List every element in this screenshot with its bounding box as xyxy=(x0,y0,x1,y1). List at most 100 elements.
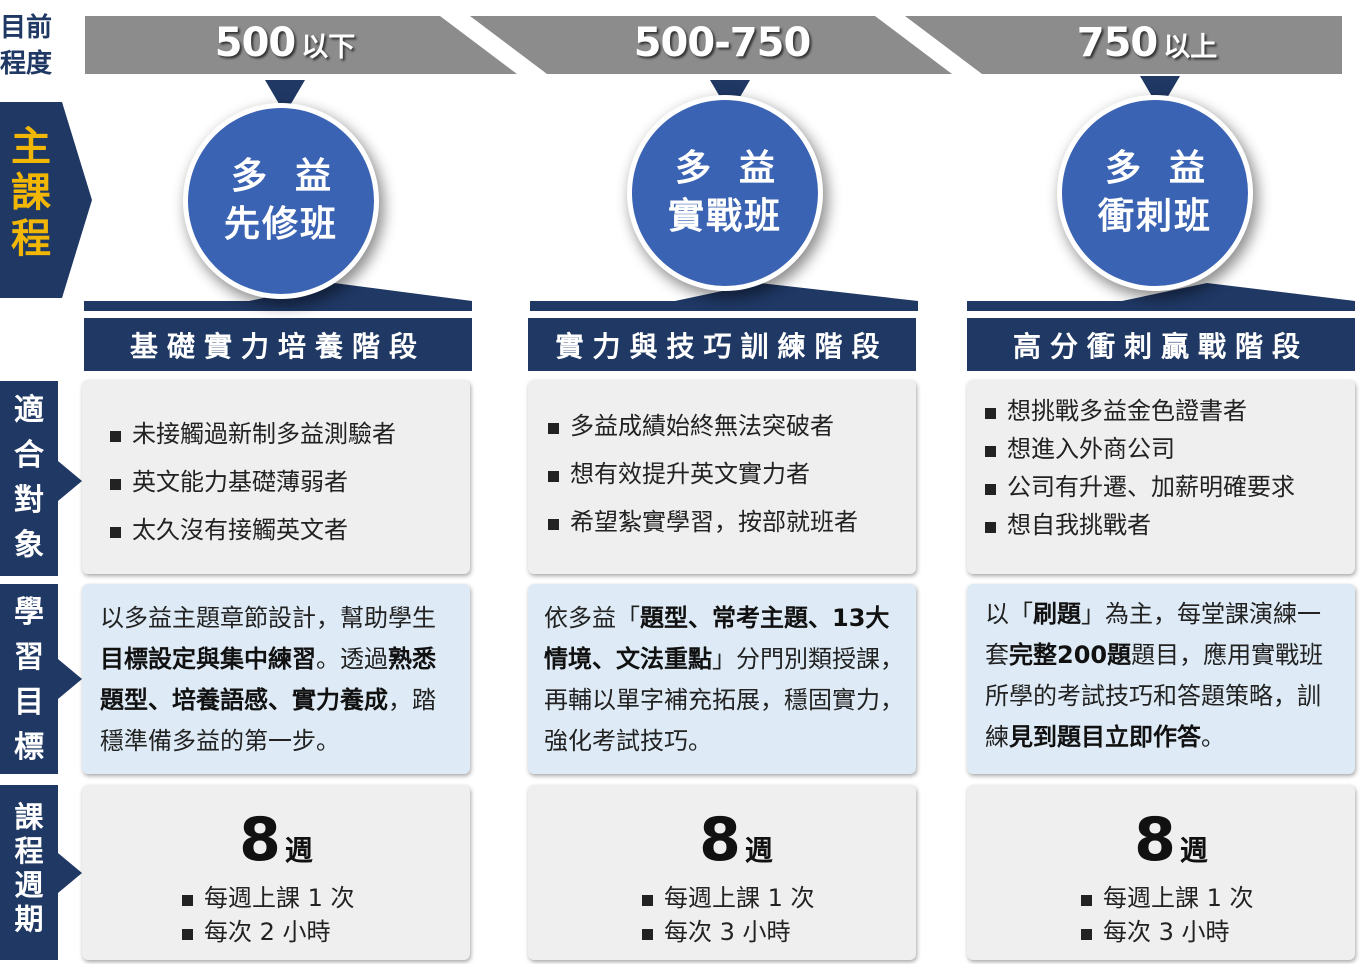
course-name-line2: 衝刺班 xyxy=(1097,196,1212,237)
audience-tab xyxy=(0,381,82,576)
goal-segment: 」分門別類授課，再輔以單字補充拓展，穩固實力，強化考試技巧。 xyxy=(544,645,904,755)
goal-segment: 」為主，每堂課演練一套 xyxy=(985,600,1321,669)
goal-highlight: 完整200題 xyxy=(1009,641,1132,669)
schedule-list: 每週上課 1 次 每次 2 小時 xyxy=(180,881,355,949)
level-number: 500 xyxy=(214,20,296,66)
audience-list: 未接觸過新制多益測驗者 英文能力基礎薄弱者 太久沒有接觸英文者 xyxy=(108,410,396,554)
list-item: 想有效提升英文實力者 xyxy=(546,450,858,498)
course-name-line2: 實戰班 xyxy=(667,196,782,237)
current-level-label: 目前程度 xyxy=(0,10,64,82)
goal-highlight: 目標設定與集中練習 xyxy=(100,645,316,673)
list-item: 太久沒有接觸英文者 xyxy=(108,506,396,554)
goal-segment: 依多益「 xyxy=(544,604,640,632)
list-item: 英文能力基礎薄弱者 xyxy=(108,458,396,506)
weeks-unit: 週 xyxy=(744,834,773,867)
list-item: 想自我挑戰者 xyxy=(983,506,1295,544)
weeks-number: 8 xyxy=(699,805,741,875)
current-level-text: 目前程度 xyxy=(0,13,53,79)
audience-card-1: 未接觸過新制多益測驗者 英文能力基礎薄弱者 太久沒有接觸英文者 xyxy=(82,380,470,574)
list-item: 多益成績始終無法突破者 xyxy=(546,402,858,450)
goal-segment: ，踏穩準備多益的第一步。 xyxy=(100,686,436,755)
level-bar xyxy=(85,16,1342,74)
goal-segment: 。 xyxy=(1201,723,1225,751)
list-item: 每次 2 小時 xyxy=(180,915,355,949)
list-item: 未接觸過新制多益測驗者 xyxy=(108,410,396,458)
level-bar-bg xyxy=(85,16,1342,74)
circle-base-2 xyxy=(530,283,918,311)
goal-card-2: 依多益「題型、常考主題、13大情境、文法重點」分門別類授課，再輔以單字補充拓展，… xyxy=(528,584,916,774)
level-suffix: 以上 xyxy=(1163,32,1218,63)
level-separator-1 xyxy=(440,16,547,74)
goal-segment: 以多益主題章節設計，幫助學生 xyxy=(100,604,436,632)
level-separator-2 xyxy=(875,16,982,74)
goal-card-1: 以多益主題章節設計，幫助學生目標設定與集中練習。透過熟悉題型、培養語感、實力養成… xyxy=(82,584,470,774)
course-circle-1: 多益 先修班 xyxy=(188,108,374,294)
list-item: 公司有升遷、加薪明確要求 xyxy=(983,468,1295,506)
level-arrow-3 xyxy=(1140,76,1180,110)
list-item: 希望紮實學習，按部就班者 xyxy=(546,498,858,546)
level-number: 500-750 xyxy=(633,20,812,66)
level-suffix: 以下 xyxy=(301,32,356,63)
list-item: 每週上課 1 次 xyxy=(180,881,355,915)
goal-label: 學習目標 xyxy=(14,595,44,765)
goal-segment: 以「 xyxy=(985,600,1033,628)
course-name-line1: 多益 xyxy=(1104,148,1233,189)
goal-highlight: 見到題目立即作答 xyxy=(1009,723,1201,751)
weeks-unit: 週 xyxy=(1179,834,1208,867)
main-course-tab xyxy=(0,102,92,298)
phase-text: 實力與技巧訓練階段 xyxy=(555,329,889,363)
goal-text: 以「刷題」為主，每堂課演練一套完整200題題目，應用實戰班所學的考試技巧和答題策… xyxy=(985,594,1341,758)
weeks-number: 8 xyxy=(239,805,281,875)
level-arrow-1 xyxy=(265,80,305,114)
audience-list: 多益成績始終無法突破者 想有效提升英文實力者 希望紮實學習，按部就班者 xyxy=(546,402,858,546)
list-item: 每次 3 小時 xyxy=(1079,915,1254,949)
course-circle-2: 多益 實戰班 xyxy=(632,100,818,286)
weeks-number: 8 xyxy=(1134,805,1176,875)
audience-list: 想挑戰多益金色證書者 想進入外商公司 公司有升遷、加薪明確要求 想自我挑戰者 xyxy=(983,392,1295,544)
level-arrow-2 xyxy=(710,80,750,114)
list-item: 想挑戰多益金色證書者 xyxy=(983,392,1295,430)
list-item: 每週上課 1 次 xyxy=(640,881,815,915)
phase-banner-1: 基礎實力培養階段 xyxy=(84,318,472,371)
goal-text: 依多益「題型、常考主題、13大情境、文法重點」分門別類授課，再輔以單字補充拓展，… xyxy=(544,598,906,762)
goal-segment: 。透過 xyxy=(316,645,388,673)
phase-banner-3: 高分衝刺贏戰階段 xyxy=(967,318,1355,371)
goal-highlight: 刷題 xyxy=(1033,600,1081,628)
weeks-unit: 週 xyxy=(284,834,313,867)
goal-highlight: 題型、常考主題、13大情境、文法重點 xyxy=(544,604,890,673)
audience-label: 適合對象 xyxy=(14,393,44,563)
schedule-list: 每週上課 1 次 每次 3 小時 xyxy=(640,881,815,949)
goal-card-3: 以「刷題」為主，每堂課演練一套完整200題題目，應用實戰班所學的考試技巧和答題策… xyxy=(967,584,1355,774)
course-name-line1: 多益 xyxy=(674,148,803,189)
audience-card-2: 多益成績始終無法突破者 想有效提升英文實力者 希望紮實學習，按部就班者 xyxy=(528,380,916,574)
goal-tab xyxy=(0,584,82,774)
circle-base-1 xyxy=(84,283,472,311)
list-item: 每次 3 小時 xyxy=(640,915,815,949)
goal-segment: 題目，應用實戰班所學的考試技巧和答題策略，訓練 xyxy=(985,641,1324,751)
course-circle-3: 多益 衝刺班 xyxy=(1062,100,1248,286)
list-item: 每週上課 1 次 xyxy=(1079,881,1254,915)
audience-card-3: 想挑戰多益金色證書者 想進入外商公司 公司有升遷、加薪明確要求 想自我挑戰者 xyxy=(967,380,1355,574)
course-name-line2: 先修班 xyxy=(223,204,338,245)
level-label-2: 500-750 xyxy=(600,20,850,66)
circle-base-3 xyxy=(967,283,1355,311)
phase-text: 高分衝刺贏戰階段 xyxy=(1012,329,1309,363)
phase-banner-2: 實力與技巧訓練階段 xyxy=(528,318,916,371)
goal-text: 以多益主題章節設計，幫助學生目標設定與集中練習。透過熟悉題型、培養語感、實力養成… xyxy=(100,598,458,762)
course-name-line1: 多益 xyxy=(230,156,359,197)
duration-tab xyxy=(0,785,82,960)
level-number: 750 xyxy=(1076,20,1158,66)
phase-text: 基礎實力培養階段 xyxy=(129,329,426,363)
main-course-label: 主課程 xyxy=(11,124,51,262)
duration-label: 課程週期 xyxy=(14,800,44,936)
schedule-list: 每週上課 1 次 每次 3 小時 xyxy=(1079,881,1254,949)
goal-highlight: 熟悉題型、培養語感、實力養成 xyxy=(100,645,436,714)
